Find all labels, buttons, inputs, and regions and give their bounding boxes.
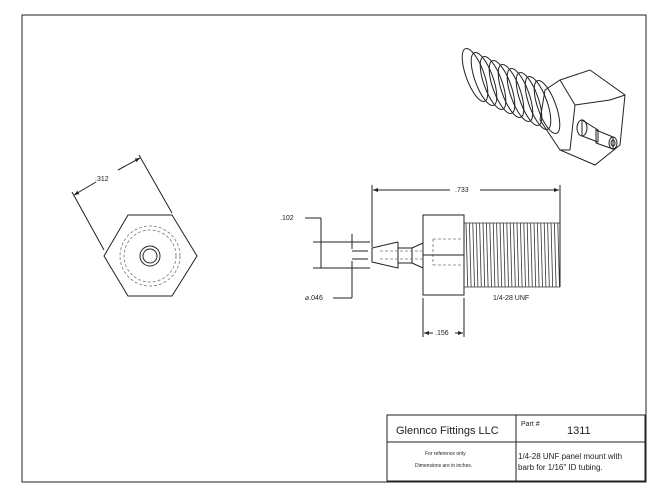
company-name: Glennco Fittings LLC	[396, 425, 499, 437]
iso-thread	[461, 48, 489, 102]
hex-thickness-dimension: .156	[435, 330, 449, 337]
part-label: Part #	[521, 421, 540, 428]
iso-thread	[497, 64, 525, 118]
description-line-1: 1/4-28 UNF panel mount with	[518, 452, 622, 461]
thread-line	[520, 222, 523, 288]
side-view	[305, 185, 561, 337]
thread-line	[503, 222, 506, 288]
barb-od-dimension: .102	[280, 215, 294, 222]
thread-line	[540, 222, 543, 288]
iso-thread	[506, 68, 534, 122]
thread-line	[465, 222, 469, 288]
drawing-frame	[21, 14, 647, 483]
thread-line	[506, 222, 509, 288]
thread-line	[516, 222, 520, 288]
thread-line	[475, 222, 479, 288]
bore-dimension: ⌀.046	[305, 295, 323, 302]
thread-line	[537, 222, 540, 288]
thread-line	[489, 222, 492, 288]
thread-line	[513, 222, 516, 288]
iso-thread	[524, 76, 552, 130]
description-line-2: barb for 1/16" ID tubing.	[518, 463, 603, 472]
thread-line	[533, 222, 537, 288]
end-view	[71, 154, 198, 297]
iso-thread	[470, 52, 498, 106]
overall-length-dimension: .733	[455, 187, 469, 194]
thread-line	[492, 222, 496, 288]
thread-line	[554, 222, 557, 288]
thread-line	[547, 222, 550, 288]
thread-line	[479, 222, 482, 288]
thread-line	[469, 222, 472, 288]
thread-line	[472, 222, 475, 288]
iso-thread	[488, 60, 516, 114]
thread-line	[543, 222, 547, 288]
thread-line	[482, 222, 486, 288]
reference-note: For reference only	[425, 451, 466, 457]
thread-line	[550, 222, 554, 288]
part-number: 1311	[567, 425, 591, 437]
isometric-view	[461, 48, 626, 166]
hex-width-dimension: .312	[95, 176, 109, 183]
thread-line	[523, 222, 526, 288]
thread-line	[509, 222, 513, 288]
title-block	[386, 414, 646, 482]
units-note: Dimensions are in inches.	[415, 463, 472, 469]
thread-label: 1/4-28 UNF	[493, 295, 529, 302]
iso-thread	[515, 72, 543, 126]
thread-line	[499, 222, 503, 288]
thread-line	[526, 222, 530, 288]
thread-line	[557, 222, 560, 288]
thread-line	[530, 222, 533, 288]
thread-line	[496, 222, 499, 288]
iso-thread	[533, 80, 561, 134]
thread-line	[486, 222, 489, 288]
iso-thread	[479, 56, 507, 110]
